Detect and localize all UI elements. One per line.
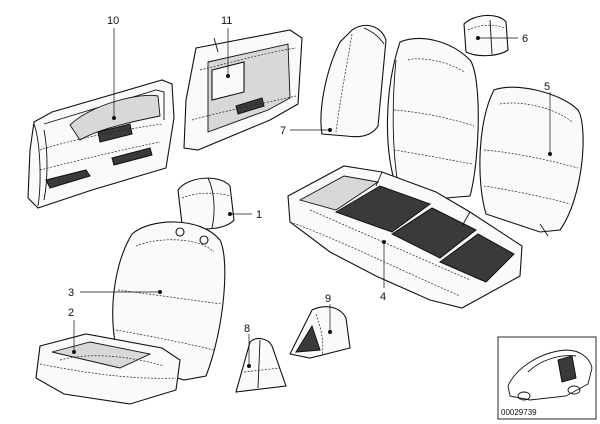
gear-shift-boot: [235, 337, 287, 393]
callout-1: 1: [256, 209, 262, 221]
callout-6: 6: [522, 33, 528, 45]
side-bolster: [320, 24, 387, 138]
callout-7: 7: [280, 125, 286, 137]
callout-3: 3: [68, 287, 74, 299]
callout-5: 5: [544, 81, 550, 93]
callout-11: 11: [221, 15, 232, 27]
callout-4: 4: [380, 291, 386, 303]
callout-9: 9: [325, 293, 331, 305]
document-number: 00029739: [501, 408, 537, 417]
callout-8: 8: [244, 323, 250, 335]
handbrake-boot: [289, 306, 351, 359]
front-seat-cushion: [35, 333, 181, 405]
vehicle-inset: 00029739: [497, 336, 597, 420]
front-seat-backrest: [112, 221, 226, 381]
callout-2: 2: [68, 307, 74, 319]
rear-backrest-right: [479, 86, 584, 237]
front-headrest: [177, 177, 235, 230]
front-door-trim-panel: [27, 79, 175, 209]
callout-labels: 10 11 7 6 5 1 3 2 4 8 9: [68, 15, 550, 335]
callout-10: 10: [107, 15, 119, 27]
rear-seat-cushion: [287, 165, 523, 309]
rear-headrest: [463, 14, 509, 57]
rear-side-trim-panel: [183, 29, 303, 151]
car-thumbnail: [507, 349, 593, 401]
rear-backrest-left: [386, 38, 479, 199]
leader-lines: [72, 28, 552, 368]
